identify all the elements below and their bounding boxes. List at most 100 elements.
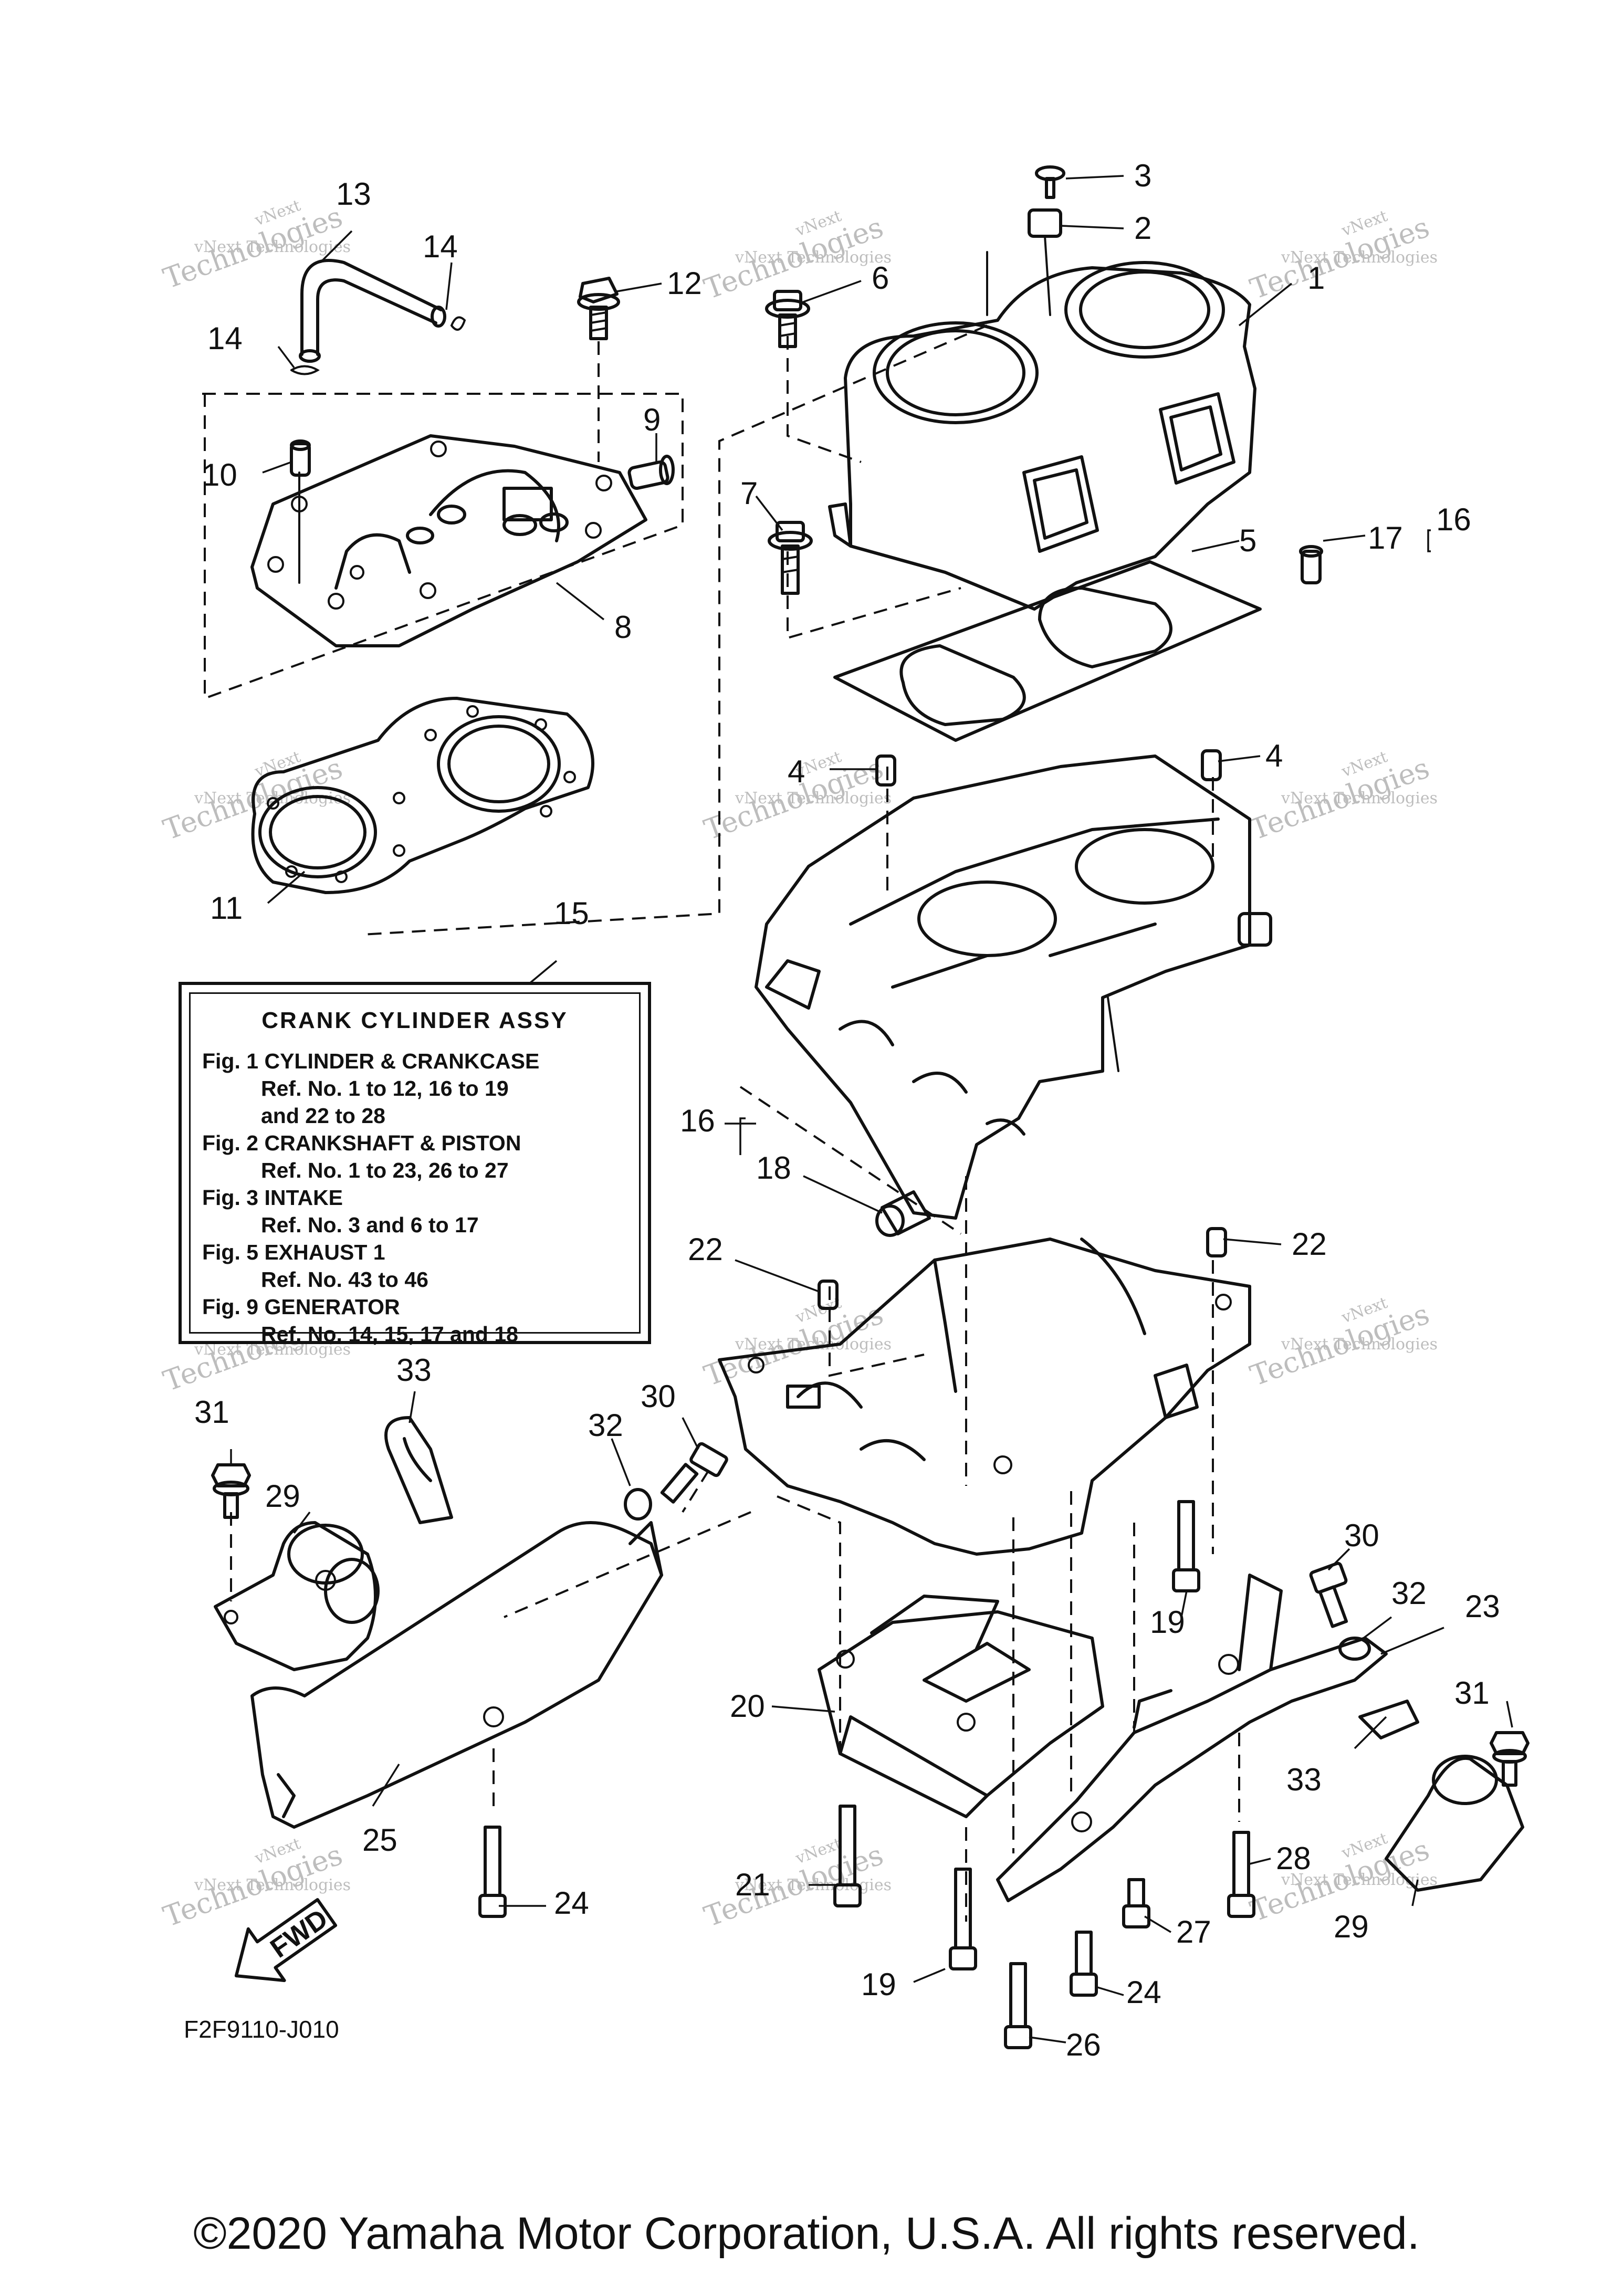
callout-18: 18 bbox=[756, 1150, 791, 1186]
fig-3-ref-1: Ref. No. 3 and 6 to 17 bbox=[261, 1213, 479, 1237]
part-33-damper-right bbox=[1358, 1700, 1419, 1739]
assembly-reference-box: CRANK CYLINDER ASSY Fig. 1 CYLINDER & CR… bbox=[179, 982, 651, 1346]
callout-12: 12 bbox=[667, 266, 702, 301]
assembly-reference-box-inner: CRANK CYLINDER ASSY Fig. 1 CYLINDER & CR… bbox=[189, 992, 641, 1346]
part-20-cover bbox=[818, 1595, 1104, 1818]
part-18-collar bbox=[875, 1190, 931, 1237]
callout-29-right: 29 bbox=[1334, 1909, 1369, 1944]
part-28-bolt bbox=[1227, 1831, 1255, 1918]
part-11-head-gasket bbox=[251, 697, 594, 894]
fig-1-ref-2: and 22 to 28 bbox=[261, 1104, 385, 1128]
part-2-clamp bbox=[1028, 208, 1062, 238]
part-26-bolt bbox=[1004, 1962, 1032, 2049]
callout-6: 6 bbox=[872, 260, 889, 296]
part-27-bolt bbox=[1122, 1878, 1150, 1928]
part-29-mount-left bbox=[214, 1521, 380, 1671]
watermark-middle: vNext Technologies bbox=[1281, 248, 1438, 267]
callout-32-lower: 32 bbox=[1391, 1576, 1427, 1611]
fig-9-line: Fig. 9 GENERATOR bbox=[202, 1295, 400, 1319]
callout-29-left: 29 bbox=[265, 1479, 300, 1514]
callout-14-upper: 14 bbox=[423, 229, 458, 264]
callout-5: 5 bbox=[1239, 523, 1256, 558]
callout-22-right: 22 bbox=[1292, 1226, 1327, 1262]
part-5-base-gasket bbox=[833, 560, 1262, 742]
callout-31-right: 31 bbox=[1454, 1675, 1490, 1711]
callout-7: 7 bbox=[740, 476, 758, 511]
copyright-notice: ©2020 Yamaha Motor Corporation, U.S.A. A… bbox=[193, 2208, 1420, 2259]
callout-27: 27 bbox=[1176, 1914, 1211, 1949]
part-32-washer-lower bbox=[1338, 1637, 1371, 1661]
part-31-bolt-right bbox=[1490, 1731, 1530, 1787]
fig-2-line: Fig. 2 CRANKSHAFT & PISTON bbox=[202, 1131, 521, 1155]
part-22-dowel-right bbox=[1206, 1227, 1227, 1257]
fig-1-line: Fig. 1 CYLINDER & CRANKCASE bbox=[202, 1049, 540, 1073]
callout-14-lower: 14 bbox=[207, 321, 243, 356]
callout-17: 17 bbox=[1368, 520, 1403, 555]
fig-5-ref-1: Ref. No. 43 to 46 bbox=[261, 1267, 428, 1292]
lower-crankcase bbox=[718, 1238, 1251, 1556]
part-12-bolt bbox=[577, 277, 620, 462]
callout-21: 21 bbox=[735, 1867, 770, 1902]
part-24-bolt-left bbox=[478, 1826, 507, 1918]
callout-22-left: 22 bbox=[688, 1232, 723, 1267]
watermark-middle: vNext Technologies bbox=[194, 1876, 351, 1894]
fig-5-line: Fig. 5 EXHAUST 1 bbox=[202, 1240, 385, 1264]
callout-3: 3 bbox=[1134, 158, 1151, 193]
callout-33-right: 33 bbox=[1286, 1762, 1322, 1797]
callout-24-left: 24 bbox=[554, 1885, 589, 1921]
callout-16-left: 16 bbox=[680, 1103, 715, 1138]
fig-3-line: Fig. 3 INTAKE bbox=[202, 1186, 343, 1210]
callout-2: 2 bbox=[1134, 211, 1151, 246]
part-14-clip-upper bbox=[451, 316, 466, 331]
part-32-washer-upper bbox=[624, 1488, 652, 1521]
callout-24-right: 24 bbox=[1126, 1975, 1161, 2010]
leader-lines bbox=[230, 175, 1513, 2043]
callout-23: 23 bbox=[1465, 1589, 1500, 1624]
watermark-middle: vNext Technologies bbox=[735, 789, 892, 808]
callout-4-right: 4 bbox=[1265, 738, 1283, 773]
callout-11: 11 bbox=[210, 890, 243, 926]
callout-9: 9 bbox=[643, 402, 661, 437]
part-31-bolt-left bbox=[211, 1463, 251, 1519]
part-29-mount-right bbox=[1385, 1755, 1524, 1892]
watermark-middle: vNext Technologies bbox=[735, 248, 892, 267]
part-3-screw bbox=[1035, 165, 1065, 199]
callout-26: 26 bbox=[1066, 2027, 1101, 2062]
fig-1-ref-1: Ref. No. 1 to 12, 16 to 19 bbox=[261, 1076, 509, 1100]
callout-8: 8 bbox=[614, 610, 632, 645]
assembly-title: CRANK CYLINDER ASSY bbox=[261, 1008, 568, 1033]
part-30-bolt-upper bbox=[660, 1442, 728, 1504]
part-7-bolt bbox=[768, 521, 813, 595]
watermark-middle: vNext Technologies bbox=[1281, 1335, 1438, 1354]
callout-32-upper: 32 bbox=[588, 1408, 623, 1443]
part-8-cylinder-head bbox=[202, 393, 684, 700]
callout-10: 10 bbox=[202, 457, 237, 492]
part-13-hose bbox=[290, 259, 466, 375]
part-24-bolt-right bbox=[1070, 1931, 1098, 1997]
part-22-dowel-left bbox=[818, 1280, 839, 1310]
callout-16-upper: 16 bbox=[1436, 502, 1471, 537]
part-1-cylinder bbox=[828, 208, 1256, 611]
callout-25: 25 bbox=[362, 1822, 397, 1858]
part-10-dowel bbox=[290, 439, 311, 477]
part-4-dowel-right bbox=[1201, 749, 1222, 781]
part-16-upper-crankcase bbox=[755, 754, 1272, 1220]
callout-31-left: 31 bbox=[194, 1395, 229, 1430]
callout-15: 15 bbox=[554, 896, 589, 931]
part-30-bolt-lower bbox=[1309, 1561, 1348, 1628]
part-19-bolt-upper bbox=[1172, 1500, 1200, 1592]
watermark-middle: vNext Technologies bbox=[735, 1335, 892, 1354]
callout-4-left: 4 bbox=[788, 754, 805, 789]
part-4-dowel-left bbox=[875, 754, 896, 787]
callouts: 1 2 3 4 4 5 6 7 8 9 10 11 12 13 14 14 15… bbox=[194, 158, 1500, 2062]
part-25-bracket-left bbox=[250, 1521, 663, 1829]
part-17-stud bbox=[1299, 545, 1323, 584]
callout-19-upper: 19 bbox=[1150, 1605, 1185, 1640]
watermark-middle: vNext Technologies bbox=[194, 238, 351, 256]
callout-30-upper: 30 bbox=[641, 1379, 676, 1414]
part-19-bolt-lower bbox=[949, 1868, 977, 1970]
